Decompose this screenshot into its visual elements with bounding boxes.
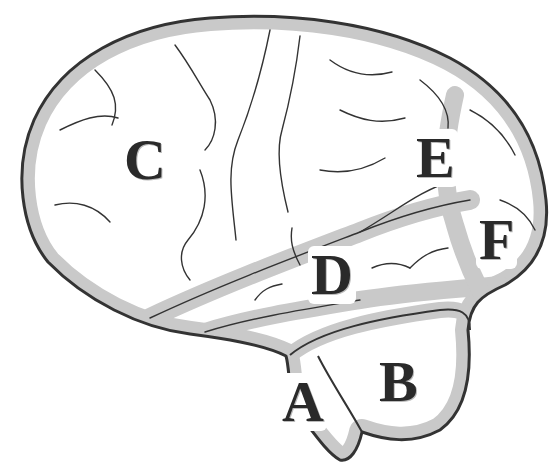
sulci-lines [55, 30, 535, 332]
brain-outline [22, 16, 547, 460]
part-letter: F [476, 211, 517, 269]
part-letter: D [308, 246, 356, 304]
cerebellum-boundary [290, 310, 470, 355]
part-letter: E [413, 129, 458, 187]
part-letter: C [121, 131, 169, 189]
lobe-shading [22, 16, 547, 460]
part-letter: B [376, 353, 421, 411]
brain-fill [22, 16, 547, 460]
part-letter: A [279, 373, 327, 431]
